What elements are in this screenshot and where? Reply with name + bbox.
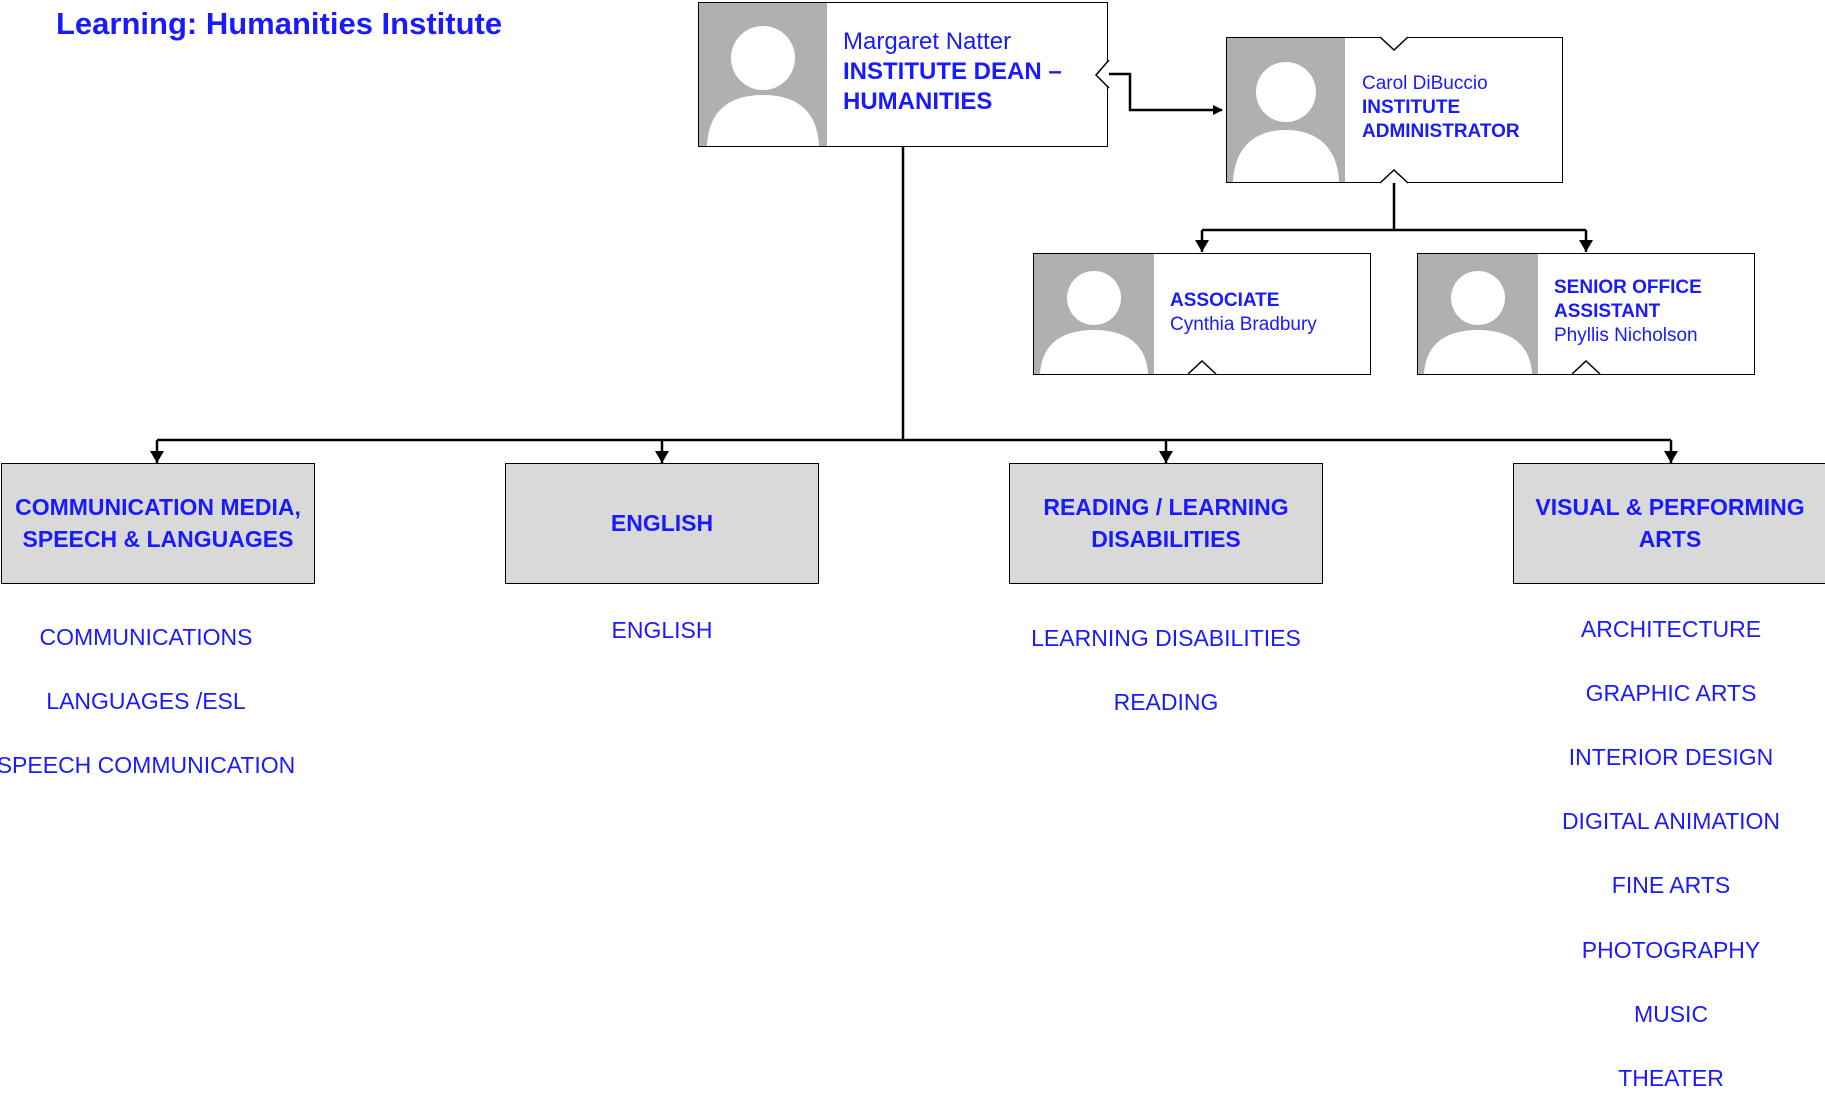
assistant-role-line1: SENIOR OFFICE bbox=[1554, 277, 1702, 298]
administrator-card[interactable]: Carol DiBuccio INSTITUTE ADMINISTRATOR bbox=[1226, 37, 1563, 183]
department-label: VISUAL & PERFORMING ARTS bbox=[1535, 493, 1805, 552]
dean-role: INSTITUTE DEAN – HUMANITIES bbox=[843, 58, 1062, 115]
assistant-name: Phyllis Nicholson bbox=[1554, 324, 1698, 346]
subject-english: ENGLISH bbox=[611, 617, 713, 643]
administrator-top-notch bbox=[1380, 36, 1409, 52]
subject-theater: THEATER bbox=[1618, 1065, 1724, 1091]
subject-communications: COMMUNICATIONS bbox=[39, 624, 253, 650]
person-avatar-icon bbox=[1034, 254, 1154, 374]
subject-architecture: ARCHITECTURE bbox=[1580, 616, 1762, 642]
dean-name: Margaret Natter bbox=[843, 28, 1012, 55]
subject-graphic-arts: GRAPHIC ARTS bbox=[1585, 680, 1757, 706]
assistant-bottom-notch bbox=[1572, 359, 1601, 375]
administrator-bottom-notch bbox=[1380, 168, 1409, 184]
subject-reading: READING bbox=[1113, 689, 1219, 715]
department-box-english[interactable]: ENGLISH bbox=[505, 463, 819, 584]
person-avatar-icon bbox=[1418, 254, 1538, 374]
associate-card[interactable]: ASSOCIATE Cynthia Bradbury bbox=[1033, 253, 1371, 375]
assistant-card[interactable]: SENIOR OFFICE ASSISTANT Phyllis Nicholso… bbox=[1417, 253, 1755, 375]
administrator-name: Carol DiBuccio bbox=[1362, 73, 1488, 94]
administrator-role-line1: INSTITUTE bbox=[1362, 96, 1461, 118]
person-avatar-icon bbox=[1227, 38, 1345, 182]
associate-bottom-notch bbox=[1188, 359, 1217, 375]
dean-admin-connector bbox=[1108, 72, 1223, 115]
associate-role: ASSOCIATE bbox=[1170, 290, 1280, 311]
subject-digital-animation: DIGITAL ANIMATION bbox=[1561, 808, 1781, 834]
subject-speech-communication: SPEECH COMMUNICATION bbox=[0, 752, 296, 778]
department-label: COMMUNICATION MEDIA, SPEECH & LANGUAGES bbox=[15, 493, 301, 552]
department-label: ENGLISH bbox=[610, 509, 714, 536]
subject-learning-disabilities: LEARNING DISABILITIES bbox=[1031, 625, 1301, 651]
subject-photography: PHOTOGRAPHY bbox=[1581, 937, 1761, 963]
person-avatar-icon bbox=[699, 3, 827, 146]
department-box-communication[interactable]: COMMUNICATION MEDIA, SPEECH & LANGUAGES bbox=[1, 463, 315, 584]
page-title: Learning: Humanities Institute bbox=[56, 6, 503, 41]
dean-card[interactable]: Margaret Natter INSTITUTE DEAN – HUMANIT… bbox=[698, 2, 1108, 147]
department-box-visual-arts[interactable]: VISUAL & PERFORMING ARTS bbox=[1513, 463, 1825, 584]
dean-card-notch bbox=[1094, 60, 1110, 89]
subject-fine-arts: FINE ARTS bbox=[1611, 872, 1731, 898]
administrator-role-line2: ADMINISTRATOR bbox=[1362, 120, 1520, 142]
associate-name: Cynthia Bradbury bbox=[1170, 313, 1317, 335]
subject-interior-design: INTERIOR DESIGN bbox=[1568, 744, 1774, 770]
department-label: READING / LEARNING DISABILITIES bbox=[1043, 493, 1289, 552]
subject-music: MUSIC bbox=[1633, 1001, 1709, 1027]
assistant-role-line2: ASSISTANT bbox=[1554, 300, 1661, 322]
subject-languages-esl: LANGUAGES /ESL bbox=[46, 688, 246, 714]
department-box-reading[interactable]: READING / LEARNING DISABILITIES bbox=[1009, 463, 1323, 584]
